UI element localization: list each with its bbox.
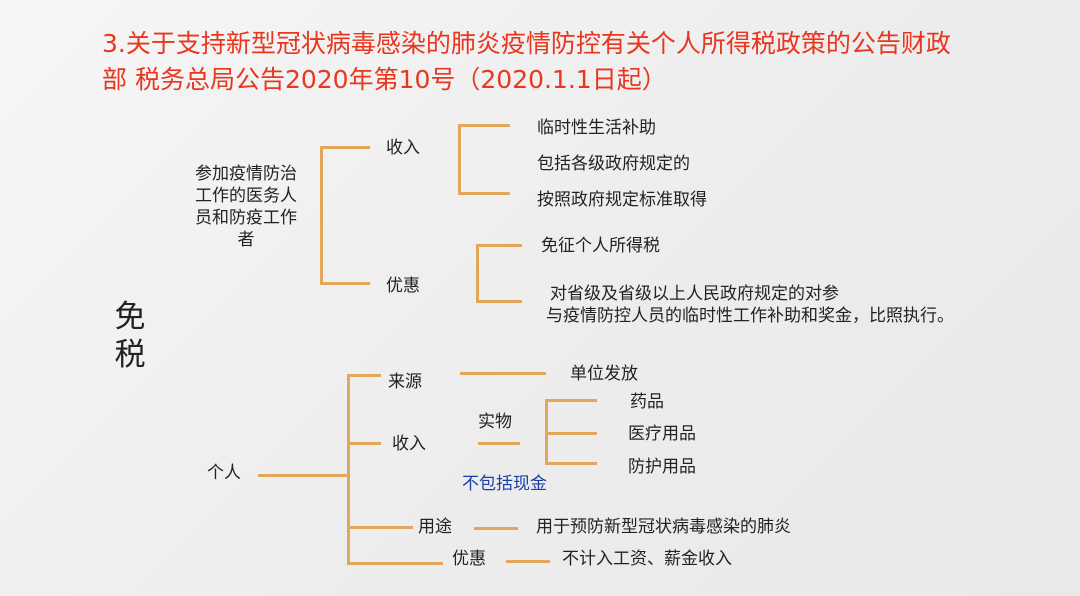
upper-benefit-note-line: 与疫情防控人员的临时性工作补助和奖金，比照执行。: [546, 306, 954, 326]
upper-root-line: 者: [237, 230, 255, 250]
lower-benefit-label: 优惠: [452, 549, 486, 569]
upper-income-bracket-top: [458, 124, 510, 127]
lower-benefit-value: 不计入工资、薪金收入: [562, 549, 732, 569]
lower-income-item: 药品: [630, 392, 664, 412]
lower-income-kind-connector: [478, 442, 520, 445]
upper-income-bracket-bottom: [458, 192, 510, 195]
lower-income-bracket-middle: [545, 432, 597, 435]
upper-root-bracket-bottom: [320, 282, 370, 285]
side-label: 免 税: [110, 298, 150, 374]
upper-income-bracket-vertical: [458, 124, 461, 194]
lower-root-node: 个人: [207, 463, 241, 483]
lower-root-connector: [258, 474, 350, 477]
lower-use-connector: [474, 527, 518, 530]
title-line-1: 3.关于支持新型冠状病毒感染的肺炎疫情防控有关个人所得税政策的公告财政: [102, 29, 951, 58]
lower-income-item: 医疗用品: [628, 424, 696, 444]
lower-income-label: 收入: [392, 434, 426, 454]
lower-use-value: 用于预防新型冠状病毒感染的肺炎: [536, 517, 791, 537]
upper-benefit-label: 优惠: [386, 276, 420, 296]
upper-root-line: 工作的医务人: [195, 186, 297, 206]
upper-root-line: 员和防疫工作: [195, 208, 297, 228]
lower-source-value: 单位发放: [570, 364, 638, 384]
lower-income-item: 防护用品: [628, 457, 696, 477]
side-label-char-1: 免: [114, 299, 146, 335]
upper-income-item: 包括各级政府规定的: [537, 154, 690, 174]
title-line-2: 部 税务总局公告2020年第10号（2020.1.1日起）: [102, 65, 667, 94]
lower-branch-income: [347, 442, 381, 445]
upper-benefit-note: 对省级及省级以上人民政府规定的对参 与疫情防控人员的临时性工作补助和奖金，比照执…: [546, 283, 954, 327]
lower-benefit-connector: [506, 560, 550, 563]
upper-root-line: 参加疫情防治: [195, 164, 297, 184]
upper-root-node: 参加疫情防治 工作的医务人 员和防疫工作 者: [184, 163, 308, 251]
side-label-char-2: 税: [114, 337, 146, 373]
lower-source-connector: [460, 372, 546, 375]
upper-benefit-item: 免征个人所得税: [541, 236, 660, 256]
upper-benefit-note-line: 对省级及省级以上人民政府规定的对参: [550, 284, 839, 304]
lower-branch-use: [347, 526, 413, 529]
upper-income-item: 按照政府规定标准取得: [537, 190, 707, 210]
lower-income-bracket-bottom: [545, 462, 597, 465]
lower-income-bracket-top: [545, 399, 597, 402]
slide-title: 3.关于支持新型冠状病毒感染的肺炎疫情防控有关个人所得税政策的公告财政 部 税务…: [102, 26, 1062, 98]
upper-income-item: 临时性生活补助: [537, 118, 656, 138]
lower-source-label: 来源: [388, 372, 422, 392]
lower-use-label: 用途: [418, 517, 452, 537]
upper-benefit-bracket-vertical: [476, 244, 479, 302]
lower-income-kind: 实物: [478, 412, 512, 432]
upper-root-bracket-top: [320, 146, 370, 149]
upper-benefit-bracket-top: [476, 244, 522, 247]
lower-income-exclusion: 不包括现金: [462, 474, 547, 494]
lower-branch-source: [347, 374, 381, 377]
upper-root-bracket-vertical: [320, 146, 323, 284]
lower-main-bracket-vertical: [347, 374, 350, 564]
upper-benefit-bracket-bottom: [476, 300, 522, 303]
lower-branch-benefit: [347, 562, 443, 565]
upper-income-label: 收入: [386, 138, 420, 158]
